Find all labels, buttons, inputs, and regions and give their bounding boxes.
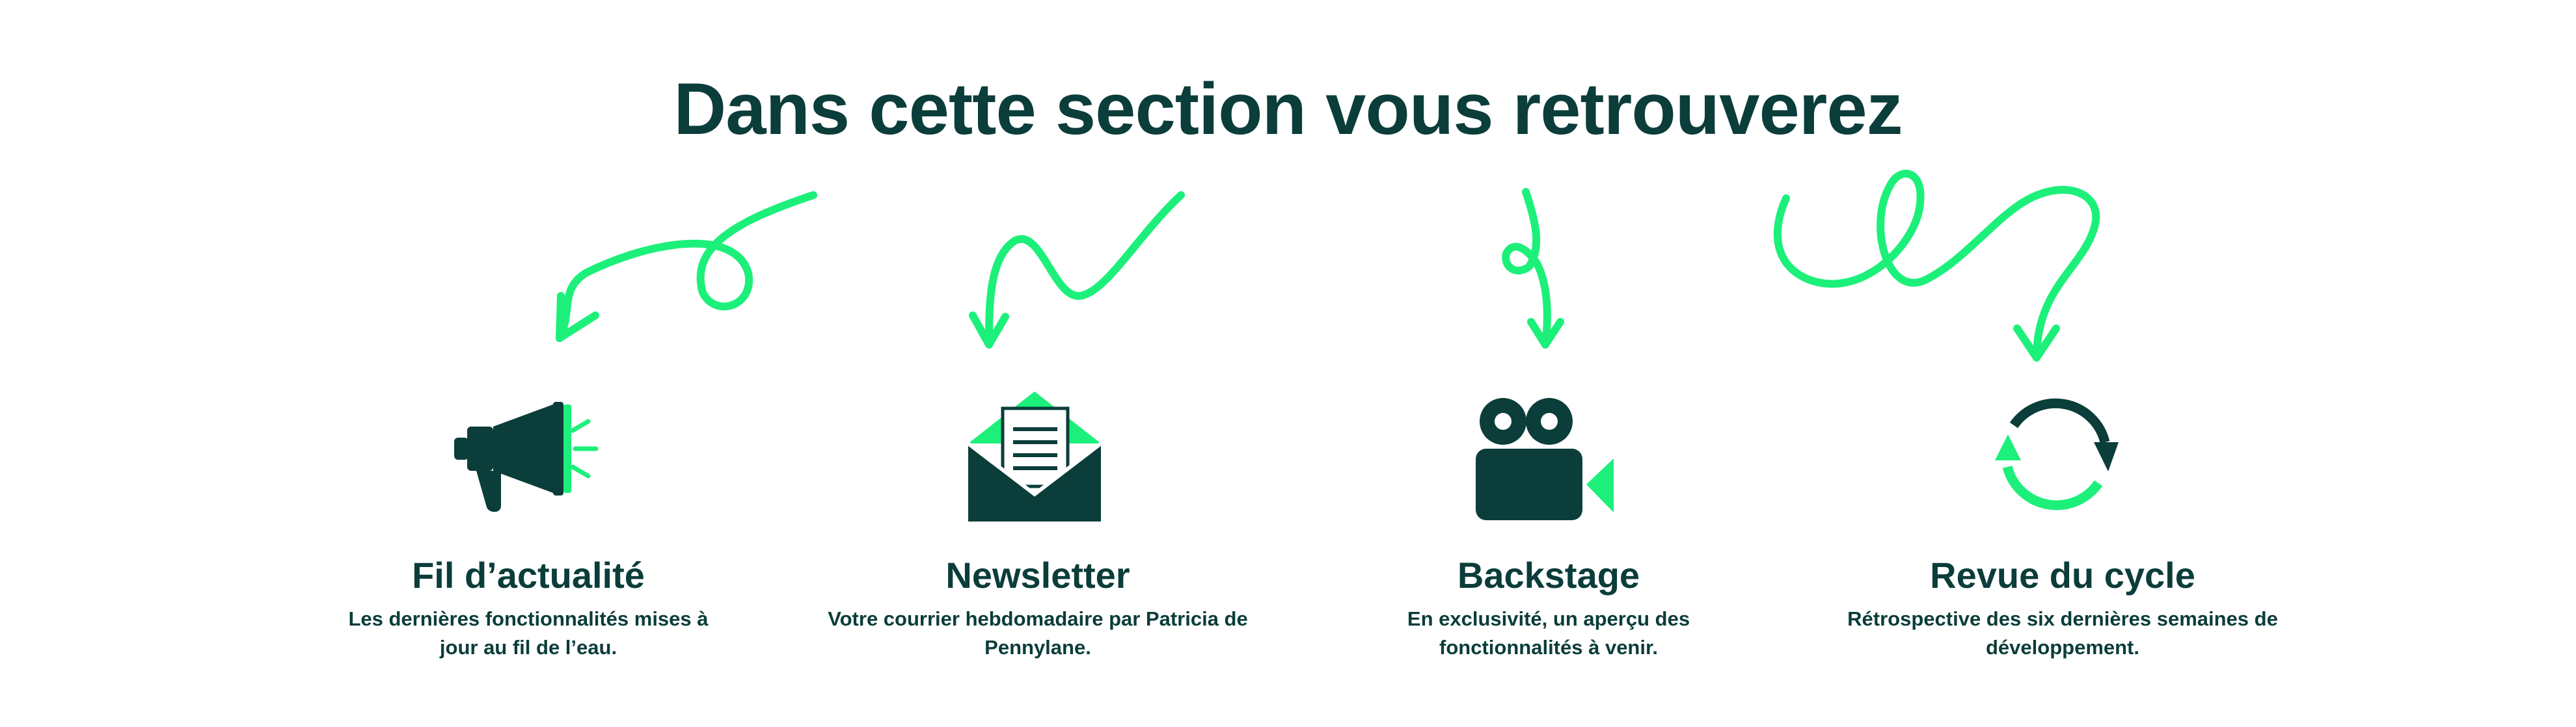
feature-title: Fil d’actualité (412, 555, 645, 596)
megaphone-icon (454, 402, 599, 512)
cycle-arrows-icon (1995, 398, 2119, 510)
feature-cycle-review: Revue du cycle Rétrospective des six der… (1815, 553, 2310, 662)
feature-description: Les dernières fonctionnalités mises à jo… (348, 607, 709, 659)
scribble-arrow-2-icon (969, 191, 1185, 349)
scribble-arrow-1-icon (556, 191, 817, 342)
feature-description: Rétrospective des six dernières semaines… (1847, 607, 2278, 659)
video-camera-icon (1476, 398, 1614, 520)
feature-title: Newsletter (945, 555, 1130, 596)
feature-description: En exclusivité, un aperçu des fonctionna… (1407, 607, 1690, 659)
feature-newsletter: Newsletter Votre courrier hebdomadaire p… (791, 553, 1285, 662)
scribble-arrow-3-icon (1502, 188, 1564, 349)
feature-description: Votre courrier hebdomadaire par Patricia… (828, 607, 1248, 659)
feature-title: Revue du cycle (1930, 555, 2195, 596)
feature-title: Backstage (1457, 555, 1640, 596)
feature-news-feed: Fil d’actualité Les dernières fonctionna… (281, 553, 776, 662)
envelope-icon (967, 391, 1102, 522)
scribble-arrow-4-icon (1773, 170, 2100, 362)
feature-backstage: Backstage En exclusivité, un aperçu des … (1301, 553, 1796, 662)
section-headline: Dans cette section vous retrouverez (673, 68, 1903, 150)
